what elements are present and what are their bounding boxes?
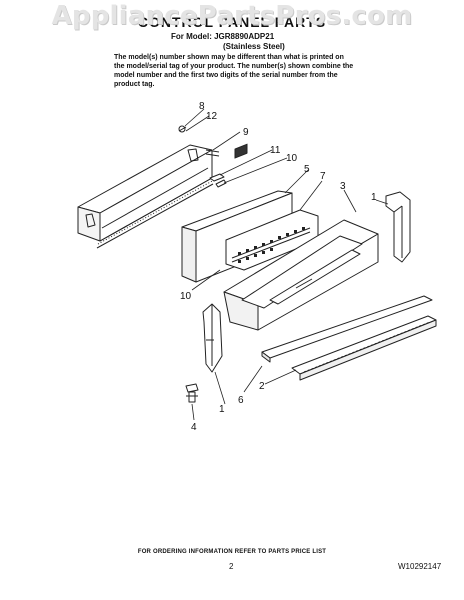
callout-11: 11 (270, 145, 281, 156)
callout-10-left: 10 (180, 291, 192, 302)
ordering-note: FOR ORDERING INFORMATION REFER TO PARTS … (137, 549, 327, 555)
callout-1-left: 1 (219, 404, 225, 415)
callout-1-right: 1 (371, 192, 377, 203)
callout-10-top: 10 (286, 153, 298, 164)
screw-part-8 (178, 125, 187, 133)
callout-12: 12 (206, 111, 218, 122)
end-cap-right-part (385, 191, 411, 263)
display-electronics-part (225, 143, 319, 271)
callout-4: 4 (191, 422, 197, 433)
end-cap-left-part (202, 303, 223, 373)
page-number: 2 (229, 562, 234, 571)
callout-9: 9 (243, 127, 249, 138)
trim-strip-part (261, 295, 433, 363)
callout-3: 3 (340, 181, 346, 192)
rear-panel-part (77, 144, 220, 249)
callout-8: 8 (199, 101, 205, 112)
front-control-panel-part (223, 219, 379, 331)
callout-5: 5 (304, 164, 310, 175)
callout-7: 7 (320, 171, 326, 182)
callout-2: 2 (259, 381, 265, 392)
bracket-part-11 (209, 173, 227, 188)
model-notice: The model(s) number shown may be differe… (114, 54, 354, 88)
model-number: For Model: JGR8890ADP21 (171, 32, 275, 41)
watermark: AppliancePartsPros.com (51, 1, 413, 31)
lower-rail-part (291, 315, 437, 381)
model-variant: (Stainless Steel) (223, 42, 285, 51)
screw-part-4 (185, 383, 199, 403)
document-number: W10292147 (398, 562, 442, 571)
callout-6: 6 (238, 395, 244, 406)
page-title: CONTROL PANEL PARTS (137, 14, 327, 30)
